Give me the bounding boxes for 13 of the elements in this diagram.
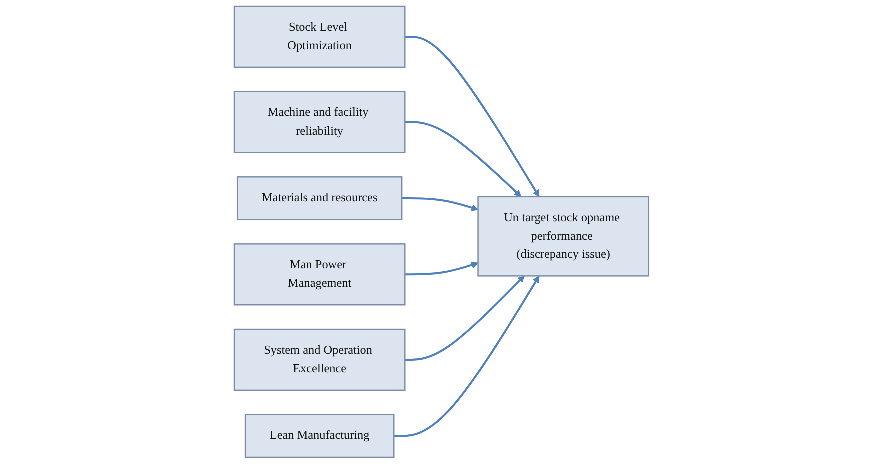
node-box: Man Power Management [234,244,406,306]
node-box: System and Operation Excellence [234,328,406,392]
arrow [404,121,522,198]
node-box: Lean Manufacturing [244,414,395,458]
arrow [404,262,478,276]
arrow [394,276,540,438]
node-box: Materials and resources [236,176,402,220]
arrow [404,36,540,198]
node-box: Machine and facility reliability [234,91,406,154]
node-box: Stock Level Optimization [234,6,406,68]
arrow [402,197,478,212]
node-box: Un target stock opname performance (discrepancy issue) [477,196,650,277]
arrow [404,276,525,361]
